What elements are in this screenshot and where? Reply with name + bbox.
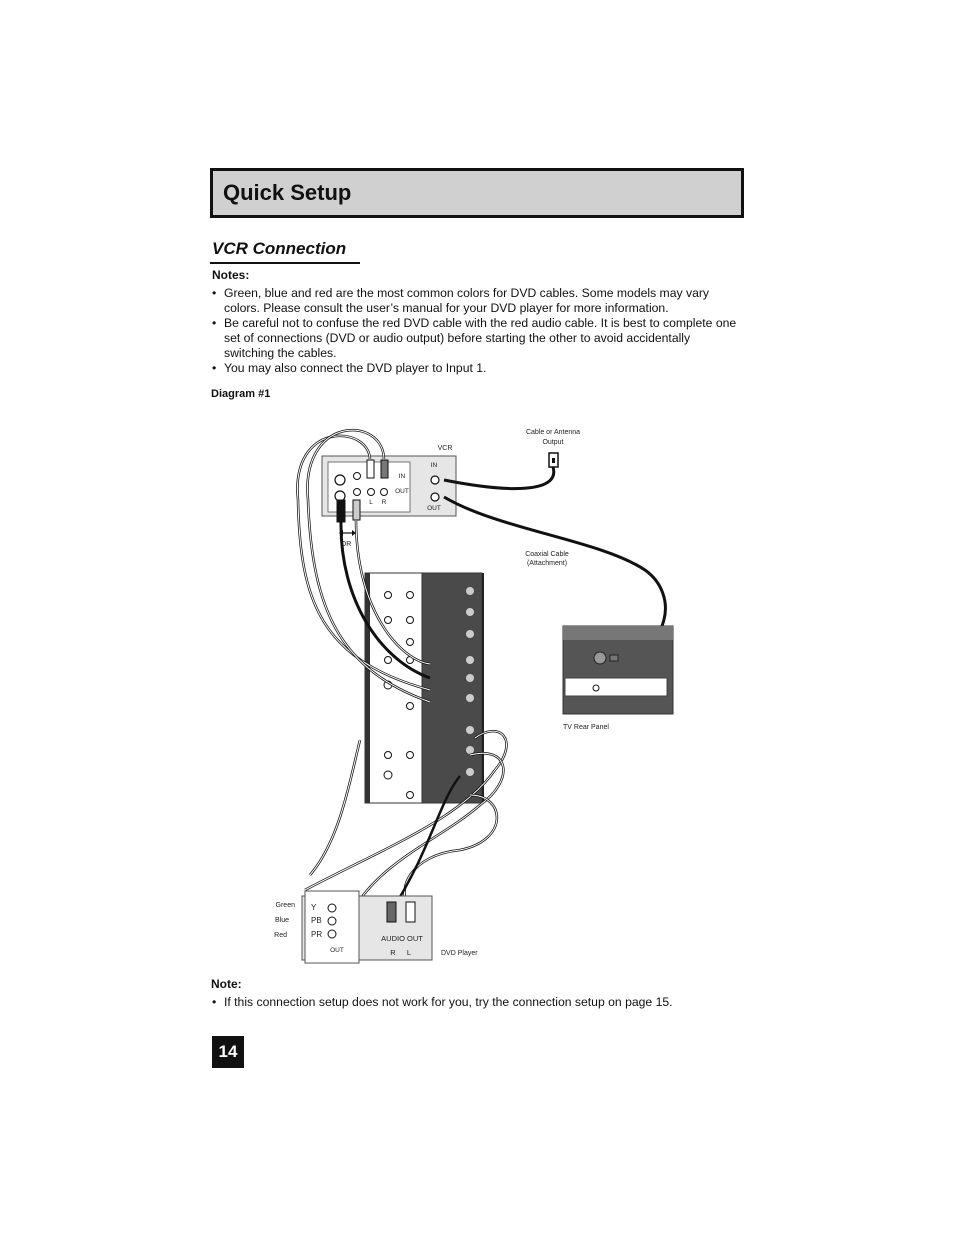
page-title: Quick Setup (223, 180, 352, 205)
audio-out-label: AUDIO OUT (381, 934, 423, 943)
bullet-icon: • (212, 361, 217, 375)
bullet-icon: • (212, 286, 217, 300)
notes-list: •Green, blue and red are the most common… (210, 286, 740, 376)
vcr-av-out-label: OUT (395, 488, 409, 495)
vcr-av-in-label: IN (399, 473, 406, 480)
coaxial-label-2: (Attachment) (527, 560, 567, 567)
note-item: •If this connection setup does not work … (212, 995, 673, 1009)
section-title: VCR Connection (212, 239, 347, 258)
bullet-icon: • (212, 995, 217, 1009)
vcr-antenna-in-label: IN (431, 462, 438, 469)
notes-heading: Notes: (212, 268, 250, 282)
audio-r-label: R (390, 948, 396, 957)
green-label: Green (276, 902, 296, 909)
dvd-player-label: DVD Player (441, 950, 478, 957)
or-label: OR (341, 541, 352, 548)
vcr-right-label: R (382, 499, 387, 506)
tv-rear-panel-inset (562, 625, 674, 715)
dvd-out-label: OUT (330, 947, 344, 954)
dvd-player-unit (301, 890, 433, 964)
wall-outlet-icon (548, 452, 559, 468)
bullet-icon: • (212, 316, 217, 330)
vcr-left-label: L (369, 499, 373, 506)
diagram-label: Diagram #1 (211, 388, 271, 400)
cable-antenna-label-2: Output (542, 439, 563, 446)
pb-label: PB (311, 916, 322, 925)
y-label: Y (311, 903, 317, 912)
pr-label: PR (311, 930, 322, 939)
audio-l-label: L (407, 948, 411, 957)
note-item: •Be careful not to confuse the red DVD c… (212, 316, 737, 360)
cable-antenna-label-1: Cable or Antenna (526, 429, 580, 436)
vcr-antenna-out-label: OUT (427, 505, 441, 512)
blue-label: Blue (275, 917, 289, 924)
note-item: •You may also connect the DVD player to … (212, 361, 487, 375)
connection-diagram: Cable or Antenna Output VCR IN OUT IN OU… (274, 428, 674, 964)
section-underline (210, 262, 360, 264)
note-heading: Note: (211, 977, 242, 991)
vcr-label: VCR (438, 445, 453, 452)
header-banner: Quick Setup (210, 168, 744, 218)
note-item: •Green, blue and red are the most common… (212, 286, 709, 315)
red-label: Red (274, 932, 287, 939)
page-number: 14 (212, 1036, 244, 1068)
coaxial-label-1: Coaxial Cable (525, 551, 569, 558)
tv-input-panel (364, 572, 484, 804)
tv-rear-panel-label: TV Rear Panel (563, 724, 609, 731)
